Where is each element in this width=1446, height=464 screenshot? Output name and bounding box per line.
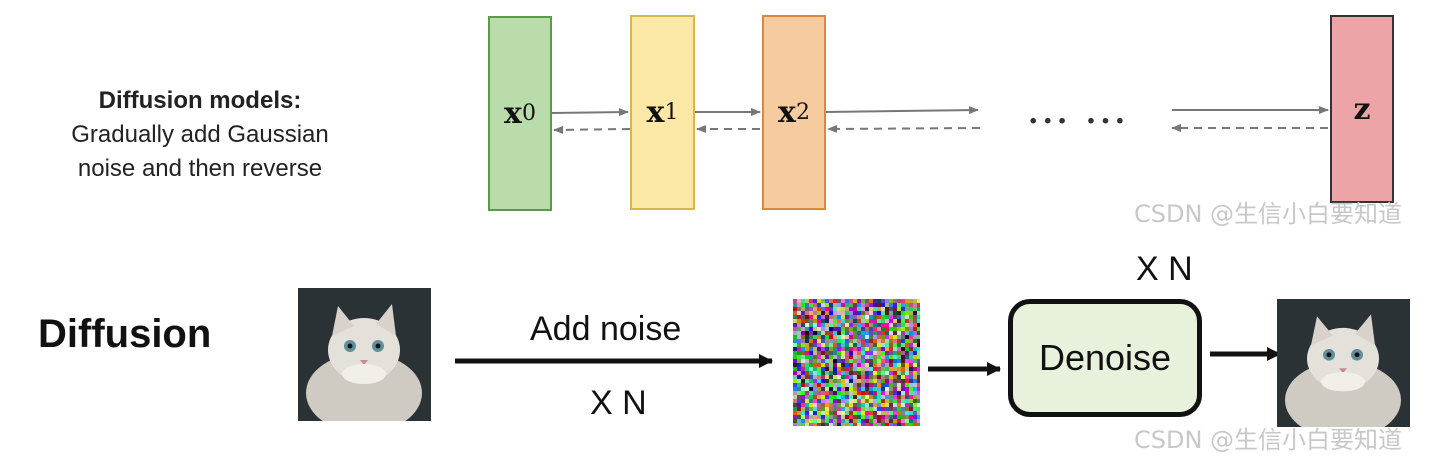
- cat-photo-icon: [298, 288, 431, 421]
- noise-image: [793, 299, 920, 426]
- repeat-top-label: X N: [1136, 250, 1193, 288]
- node-z-var: z: [1353, 91, 1371, 127]
- watermark-bottom: CSDN @生信小白要知道: [1134, 426, 1403, 454]
- description-title: Diffusion models:: [98, 87, 302, 114]
- node-z: z: [1330, 15, 1394, 203]
- noise-image-icon: [793, 299, 920, 426]
- forward-arrow-0-1: [551, 108, 629, 117]
- reverse-arrow-mid: [827, 124, 981, 133]
- cat-photo-icon: [1277, 299, 1410, 427]
- node-x0-sub: 0: [521, 101, 536, 126]
- input-cat-image: [298, 288, 431, 421]
- node-x1-sub: 1: [664, 100, 679, 125]
- diffusion-description: Diffusion models: Gradually add Gaussian…: [30, 84, 370, 186]
- description-line-2: noise and then reverse: [77, 155, 323, 182]
- diffusion-title: Diffusion: [38, 312, 212, 356]
- reverse-arrow-1-0: [553, 125, 631, 134]
- node-x2-sub: 2: [795, 100, 810, 125]
- description-line-1: Gradually add Gaussian: [71, 121, 329, 148]
- chain-ellipsis: ... ...: [1028, 96, 1130, 131]
- watermark-top: CSDN @生信小白要知道: [1134, 200, 1403, 228]
- forward-arrow-2-end: [825, 106, 979, 115]
- add-noise-label: Add noise: [530, 310, 682, 348]
- denoise-block: Denoise: [1008, 299, 1202, 417]
- denoise-label: Denoise: [1038, 337, 1172, 378]
- node-x2-var: x: [778, 95, 796, 130]
- repeat-bottom-label: X N: [590, 384, 647, 422]
- output-cat-image: [1277, 299, 1410, 427]
- node-x1-var: x: [646, 95, 665, 130]
- node-x0-var: x: [504, 96, 522, 131]
